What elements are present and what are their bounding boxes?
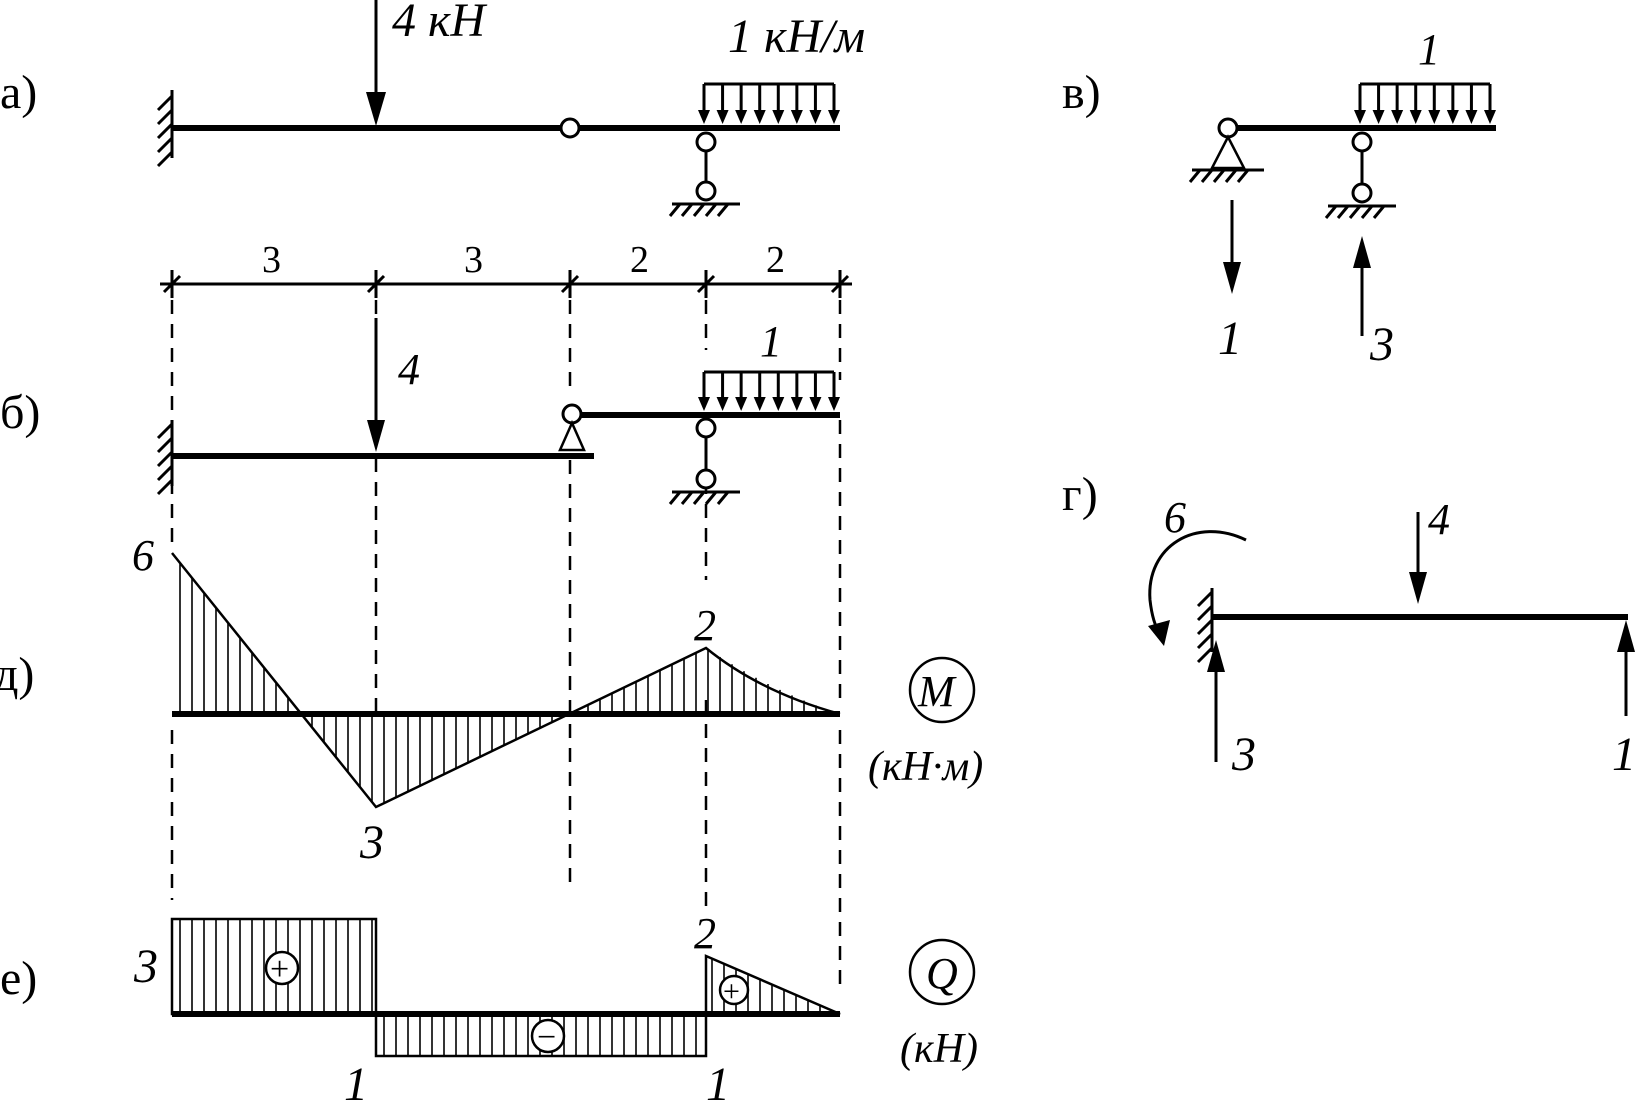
reaction-label: 1 bbox=[1218, 312, 1242, 365]
load-arrowhead bbox=[735, 110, 748, 124]
distributed-load-label: 1 bbox=[1418, 25, 1440, 74]
shear-value-label: 2 bbox=[694, 909, 716, 958]
plus-sign-icon: + bbox=[264, 950, 300, 988]
load-arrowhead bbox=[1428, 110, 1441, 124]
force-label: 4 bbox=[1428, 495, 1450, 544]
guide-lines bbox=[170, 300, 842, 990]
force-arrow-icon bbox=[1409, 512, 1427, 604]
load-arrowhead bbox=[772, 397, 785, 411]
shear-value-label: 1 bbox=[344, 1058, 368, 1102]
load-arrowhead bbox=[1372, 110, 1385, 124]
panel-d-label: д) bbox=[0, 648, 34, 701]
load-arrowhead bbox=[716, 397, 729, 411]
svg-text:−: − bbox=[537, 1019, 556, 1056]
load-arrowhead bbox=[790, 397, 803, 411]
dimension-label: 2 bbox=[766, 239, 785, 281]
panel-v: в) 1 1 bbox=[1062, 25, 1496, 371]
hinge-icon bbox=[559, 117, 581, 139]
fixed-support-icon bbox=[1196, 588, 1214, 664]
load-arrowhead bbox=[772, 110, 785, 124]
reaction-arrow-down-icon bbox=[1223, 200, 1241, 294]
reaction-arrow-up-icon bbox=[1617, 620, 1635, 716]
dimension-label: 3 bbox=[262, 239, 281, 281]
diagram-symbol-circle bbox=[908, 656, 976, 724]
load-arrowhead bbox=[1354, 110, 1366, 124]
load-arrowhead bbox=[698, 110, 710, 124]
svg-text:+: + bbox=[270, 951, 289, 988]
dimension-label: 3 bbox=[464, 239, 483, 281]
moment-unit: (кН·м) bbox=[868, 744, 983, 790]
load-arrowhead bbox=[1465, 110, 1478, 124]
shear-unit: (кН) bbox=[900, 1026, 978, 1072]
moment-value-label: 6 bbox=[132, 531, 154, 580]
load-arrowhead bbox=[828, 397, 840, 411]
panel-g: г) 6 4 3 1 bbox=[1062, 468, 1636, 781]
svg-text:+: + bbox=[723, 975, 740, 1008]
load-arrowhead bbox=[828, 110, 840, 124]
hinge-support-icon bbox=[1188, 117, 1264, 183]
distributed-load-arrows bbox=[1354, 84, 1496, 124]
panel-e-label: е) bbox=[0, 952, 37, 1005]
load-arrowhead bbox=[809, 397, 822, 411]
panel-b-label: б) bbox=[0, 386, 40, 439]
moment-arrow-icon bbox=[1148, 530, 1247, 646]
shear-value-label: 1 bbox=[706, 1058, 730, 1102]
moment-outline bbox=[171, 552, 841, 809]
roller-support-icon bbox=[668, 417, 740, 505]
panel-g-label: г) bbox=[1062, 468, 1098, 521]
fixed-support-icon bbox=[156, 90, 174, 168]
force-label: 4 bbox=[398, 345, 420, 394]
load-arrowhead bbox=[716, 110, 729, 124]
fixed-support-icon bbox=[156, 420, 174, 496]
load-arrowhead bbox=[790, 110, 803, 124]
force-label: 4 кН bbox=[392, 0, 487, 47]
load-arrowhead bbox=[735, 397, 748, 411]
dimension-line: 3 3 2 2 bbox=[160, 239, 852, 298]
moment-value-label: 2 bbox=[694, 601, 716, 650]
shear-value-label: 3 bbox=[133, 940, 158, 993]
shear-diagram: е) + − + 3 1 1 2 Q (кН) bbox=[0, 909, 978, 1102]
hinge-support-icon bbox=[558, 403, 586, 452]
reaction-label: 1 bbox=[1612, 728, 1636, 781]
shear-symbol: Q bbox=[926, 949, 958, 998]
load-arrowhead bbox=[1391, 110, 1404, 124]
panel-b: б) 4 1 bbox=[0, 317, 840, 505]
roller-support-icon bbox=[668, 131, 740, 217]
load-arrowhead bbox=[1484, 110, 1496, 124]
reaction-label: 3 bbox=[1231, 728, 1256, 781]
moment-diagram: д) 6 3 2 M (кН·м) bbox=[0, 531, 983, 869]
force-arrow-icon bbox=[366, 0, 386, 126]
distributed-load-label: 1 кН/м bbox=[728, 10, 865, 63]
load-arrowhead bbox=[753, 110, 766, 124]
distributed-load-arrows bbox=[698, 372, 840, 411]
load-arrowhead bbox=[1446, 110, 1459, 124]
panel-a: а) 4 кН 1 кН/м bbox=[0, 0, 865, 217]
roller-support-icon bbox=[1324, 131, 1396, 219]
load-arrowhead bbox=[809, 110, 822, 124]
moment-value-label: 3 bbox=[359, 816, 384, 869]
plus-sign-icon: + bbox=[718, 974, 750, 1008]
reaction-arrow-up-icon bbox=[1353, 236, 1371, 336]
moment-hatching bbox=[179, 562, 829, 804]
diagram-symbol-circle bbox=[908, 938, 976, 1006]
moment-label: 6 bbox=[1164, 493, 1186, 542]
panel-a-label: а) bbox=[0, 66, 37, 119]
reaction-arrow-up-icon bbox=[1207, 640, 1225, 762]
moment-symbol: M bbox=[917, 667, 957, 716]
reaction-label: 3 bbox=[1369, 318, 1394, 371]
panel-v-label: в) bbox=[1062, 66, 1101, 119]
distributed-load-arrows bbox=[698, 84, 840, 124]
distributed-load-label: 1 bbox=[760, 317, 782, 366]
load-arrowhead bbox=[753, 397, 766, 411]
load-arrowhead bbox=[698, 397, 710, 411]
load-arrowhead bbox=[1409, 110, 1422, 124]
minus-sign-icon: − bbox=[530, 1018, 566, 1056]
force-arrow-icon bbox=[367, 318, 385, 452]
dimension-label: 2 bbox=[630, 239, 649, 281]
